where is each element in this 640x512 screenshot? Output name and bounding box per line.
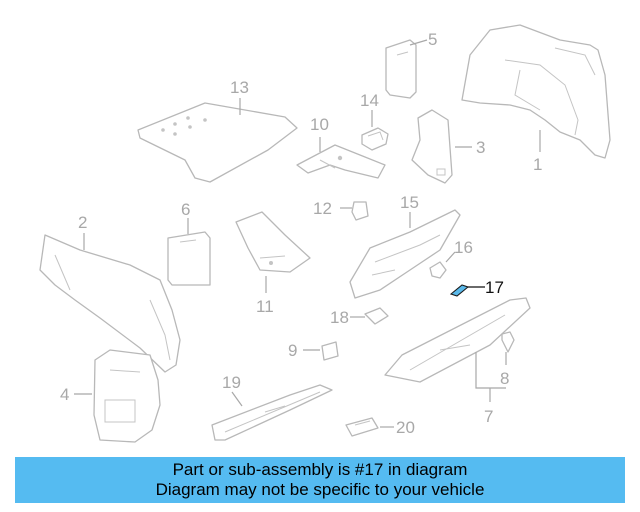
part-8-fastener (501, 331, 515, 353)
callout-12: 12 (313, 199, 332, 218)
part-14-bracket (361, 127, 389, 151)
part-17-highlighted-clip (449, 284, 470, 297)
part-3-side-panel (411, 109, 453, 184)
callout-11: 11 (256, 297, 274, 316)
callout-15: 15 (400, 193, 419, 212)
callout-10: 10 (310, 115, 329, 134)
part-2-side-trim (39, 234, 181, 373)
callout-16: 16 (454, 238, 473, 257)
callout-8: 8 (500, 369, 509, 388)
callout-13: 13 (230, 78, 249, 97)
callout-9: 9 (288, 341, 297, 360)
callout-1: 1 (533, 155, 542, 174)
callout-19: 19 (222, 373, 241, 392)
callout-7: 7 (484, 407, 493, 426)
part-11-bracket (235, 211, 311, 273)
callout-20: 20 (396, 418, 415, 437)
part-19-cargo-cover (211, 384, 333, 441)
callout-2: 2 (78, 213, 87, 232)
part-20-bracket (345, 417, 379, 437)
banner-line-2: Diagram may not be specific to your vehi… (155, 480, 485, 499)
callout-3: 3 (476, 138, 485, 157)
info-banner: Part or sub-assembly is #17 in diagram D… (15, 457, 625, 503)
part-18-clip (364, 307, 389, 325)
banner-line-1: Part or sub-assembly is #17 in diagram (172, 460, 468, 479)
part-1-quarter-trim (461, 24, 611, 159)
part-13-floor-panel (137, 102, 298, 183)
part-7-sill-plate (384, 297, 531, 383)
callout-18: 18 (330, 308, 349, 327)
callout-14: 14 (360, 91, 379, 110)
part-6-panel (167, 231, 211, 286)
part-16-clip (429, 261, 447, 279)
callout-4: 4 (60, 385, 69, 404)
callout-17: 17 (485, 278, 504, 297)
part-15-trim-panel (349, 209, 461, 299)
part-12-clip (351, 201, 369, 221)
parts-diagram: 1 5 13 14 10 3 (39, 24, 611, 443)
part-9-clip (321, 341, 339, 361)
part-4-storage-bin (93, 349, 161, 443)
part-10-bracket (296, 144, 386, 179)
callout-6: 6 (181, 200, 190, 219)
part-5-panel (385, 39, 417, 99)
callout-5: 5 (428, 30, 437, 49)
